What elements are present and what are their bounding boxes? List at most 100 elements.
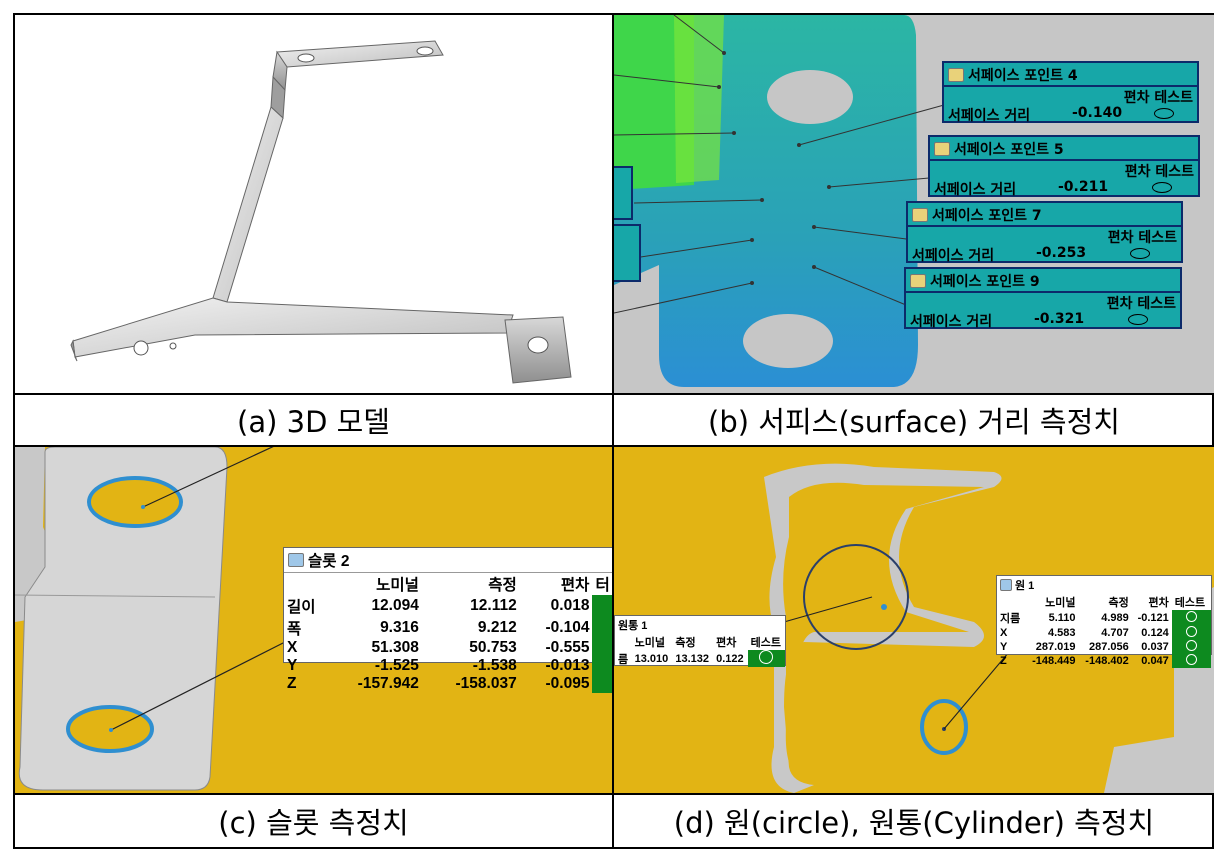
surface-distance-label: 서페이스 거리	[934, 182, 1017, 198]
measured-value: 12.112	[470, 597, 517, 614]
deviation-header: 편차	[1124, 164, 1151, 180]
measured-header: 측정	[1108, 597, 1129, 609]
figure-grid: 서페이스 포인트 4 편차 테스트 서페이스 거리 -0.140 서페이스 포인…	[13, 13, 1214, 849]
bracket-3d-model-image	[70, 40, 572, 384]
surface-point-title: 서페이스 포인트 5	[954, 142, 1064, 158]
deviation-value: 0.122	[716, 652, 744, 665]
surface-distance-value: -0.321	[1034, 311, 1085, 327]
grid-divider-vertical	[612, 15, 614, 847]
table-row: 지름 5.110 4.989 -0.121	[997, 610, 1211, 626]
grid-divider	[15, 393, 1214, 395]
nominal-header: 노미널	[376, 577, 419, 594]
test-header: 테스트	[1174, 597, 1206, 609]
surface-distance-label: 서페이스 거리	[948, 108, 1031, 124]
pass-cell	[592, 595, 612, 617]
nominal-value: 5.110	[1048, 612, 1076, 624]
nominal-value: 9.316	[380, 619, 419, 636]
surface-point-title: 서페이스 포인트 9	[930, 274, 1040, 290]
cylinder-table-title: 원통 1	[618, 620, 648, 632]
nominal-value: 12.094	[371, 597, 419, 614]
row-label: X	[287, 639, 298, 656]
pass-circle-icon	[1185, 626, 1197, 637]
pass-circle-icon	[759, 650, 774, 664]
row-label: 지름	[1000, 613, 1021, 625]
row-label: 폭	[287, 621, 302, 638]
test-header: 테스트	[750, 637, 781, 649]
deviation-value: 0.037	[1141, 641, 1169, 653]
nominal-value: 51.308	[371, 639, 419, 656]
cylinder-measurement-table: 원통 1 노미널 측정 편차 테스트 름 13.010 13.132 0.122	[614, 615, 786, 667]
row-label: Z	[1000, 655, 1007, 667]
slot-scan-image	[15, 447, 286, 791]
deviation-value: 0.124	[1141, 627, 1169, 639]
deviation-header: 편차	[1148, 597, 1169, 609]
nominal-header: 노미널	[1045, 597, 1076, 609]
measure-icon	[934, 142, 950, 156]
table-row: X 51.308 50.753 -0.555	[284, 639, 612, 657]
test-header: 테스트	[1137, 296, 1176, 312]
surface-point-5-box: 서페이스 포인트 5 편차 테스트 서페이스 거리 -0.211	[928, 135, 1200, 198]
pass-cell	[592, 617, 612, 639]
nominal-value: -148.449	[1032, 655, 1076, 667]
panel-3d-model	[15, 15, 612, 393]
surface-point-9-box: 서페이스 포인트 9 편차 테스트 서페이스 거리 -0.321	[904, 267, 1182, 330]
row-label: Y	[287, 657, 298, 674]
surface-point-title: 서페이스 포인트 7	[932, 208, 1042, 224]
deviation-header: 편차	[1123, 90, 1150, 106]
circle-scan-image	[614, 447, 1214, 793]
pass-cell	[1171, 654, 1211, 668]
caption-d: (d) 원(circle), 원통(Cylinder) 측정치	[673, 806, 1155, 840]
surface-distance-value: -0.253	[1036, 245, 1087, 261]
pass-cell	[1171, 610, 1211, 626]
pass-cell	[747, 650, 785, 667]
pass-cell	[592, 639, 612, 657]
measured-value: 9.212	[477, 619, 517, 636]
deviation-value: -0.555	[545, 639, 590, 656]
surface-distance-label: 서페이스 거리	[910, 314, 993, 330]
deviation-value: -0.104	[545, 619, 590, 636]
caption-a: (a) 3D 모델	[237, 405, 390, 439]
deviation-value: -0.121	[1137, 612, 1169, 624]
slot-measurement-table: 슬롯 2 노미널 측정 편차 터 길이 12.094 12.112 0.018	[283, 547, 612, 693]
pass-circle-icon	[1185, 611, 1197, 622]
deviation-header: 편차	[1106, 296, 1133, 312]
circle-measurement-table: 원 1 노미널 측정 편차 테스트 지름 5.110 4.989 -0.121	[996, 575, 1212, 668]
table-row: 폭 9.316 9.212 -0.104	[284, 617, 612, 639]
pass-circle-icon	[1152, 182, 1172, 193]
row-label: 름	[618, 653, 629, 666]
table-row: Y -1.525 -1.538 -0.013	[284, 657, 612, 675]
slot-icon	[288, 553, 304, 567]
pass-cell	[592, 675, 612, 693]
measured-header: 측정	[488, 577, 517, 594]
panel-slot: 슬롯 2 노미널 측정 편차 터 길이 12.094 12.112 0.018	[15, 447, 612, 793]
pass-circle-icon	[1154, 108, 1174, 119]
surface-point-4-box: 서페이스 포인트 4 편차 테스트 서페이스 거리 -0.140	[942, 61, 1199, 124]
pass-circle-icon	[1185, 640, 1197, 651]
deviation-header: 편차	[716, 637, 737, 649]
table-row: Z -148.449 -148.402 0.047	[997, 654, 1211, 668]
deviation-value: -0.095	[545, 675, 590, 692]
table-row: 름 13.010 13.132 0.122	[615, 650, 785, 667]
pass-cell	[1171, 640, 1211, 654]
table-row: Y 287.019 287.056 0.037	[997, 640, 1211, 654]
test-header: 테스트	[1155, 164, 1194, 180]
measured-value: -158.037	[455, 675, 517, 692]
measured-value: 287.056	[1088, 641, 1129, 653]
measured-value: 4.707	[1101, 627, 1129, 639]
surface-distance-value: -0.140	[1072, 105, 1123, 121]
measured-value: -148.402	[1085, 655, 1129, 667]
circle-icon	[1000, 579, 1012, 591]
nominal-value: 287.019	[1035, 641, 1076, 653]
measured-value: 50.753	[469, 639, 517, 656]
measured-value: 4.989	[1101, 612, 1129, 624]
pass-circle-icon	[1130, 248, 1150, 259]
pass-cell	[592, 657, 612, 675]
table-row: X 4.583 4.707 0.124	[997, 626, 1211, 640]
measured-value: 13.132	[675, 652, 709, 665]
row-label: Z	[287, 675, 297, 692]
panel-circle-cylinder: 원통 1 노미널 측정 편차 테스트 름 13.010 13.132 0.122	[614, 447, 1214, 793]
nominal-value: -157.942	[357, 675, 419, 692]
panel-surface-distance: 서페이스 포인트 4 편차 테스트 서페이스 거리 -0.140 서페이스 포인…	[614, 15, 1214, 393]
table-row: Z -157.942 -158.037 -0.095	[284, 675, 612, 693]
row-label: 길이	[287, 599, 316, 616]
